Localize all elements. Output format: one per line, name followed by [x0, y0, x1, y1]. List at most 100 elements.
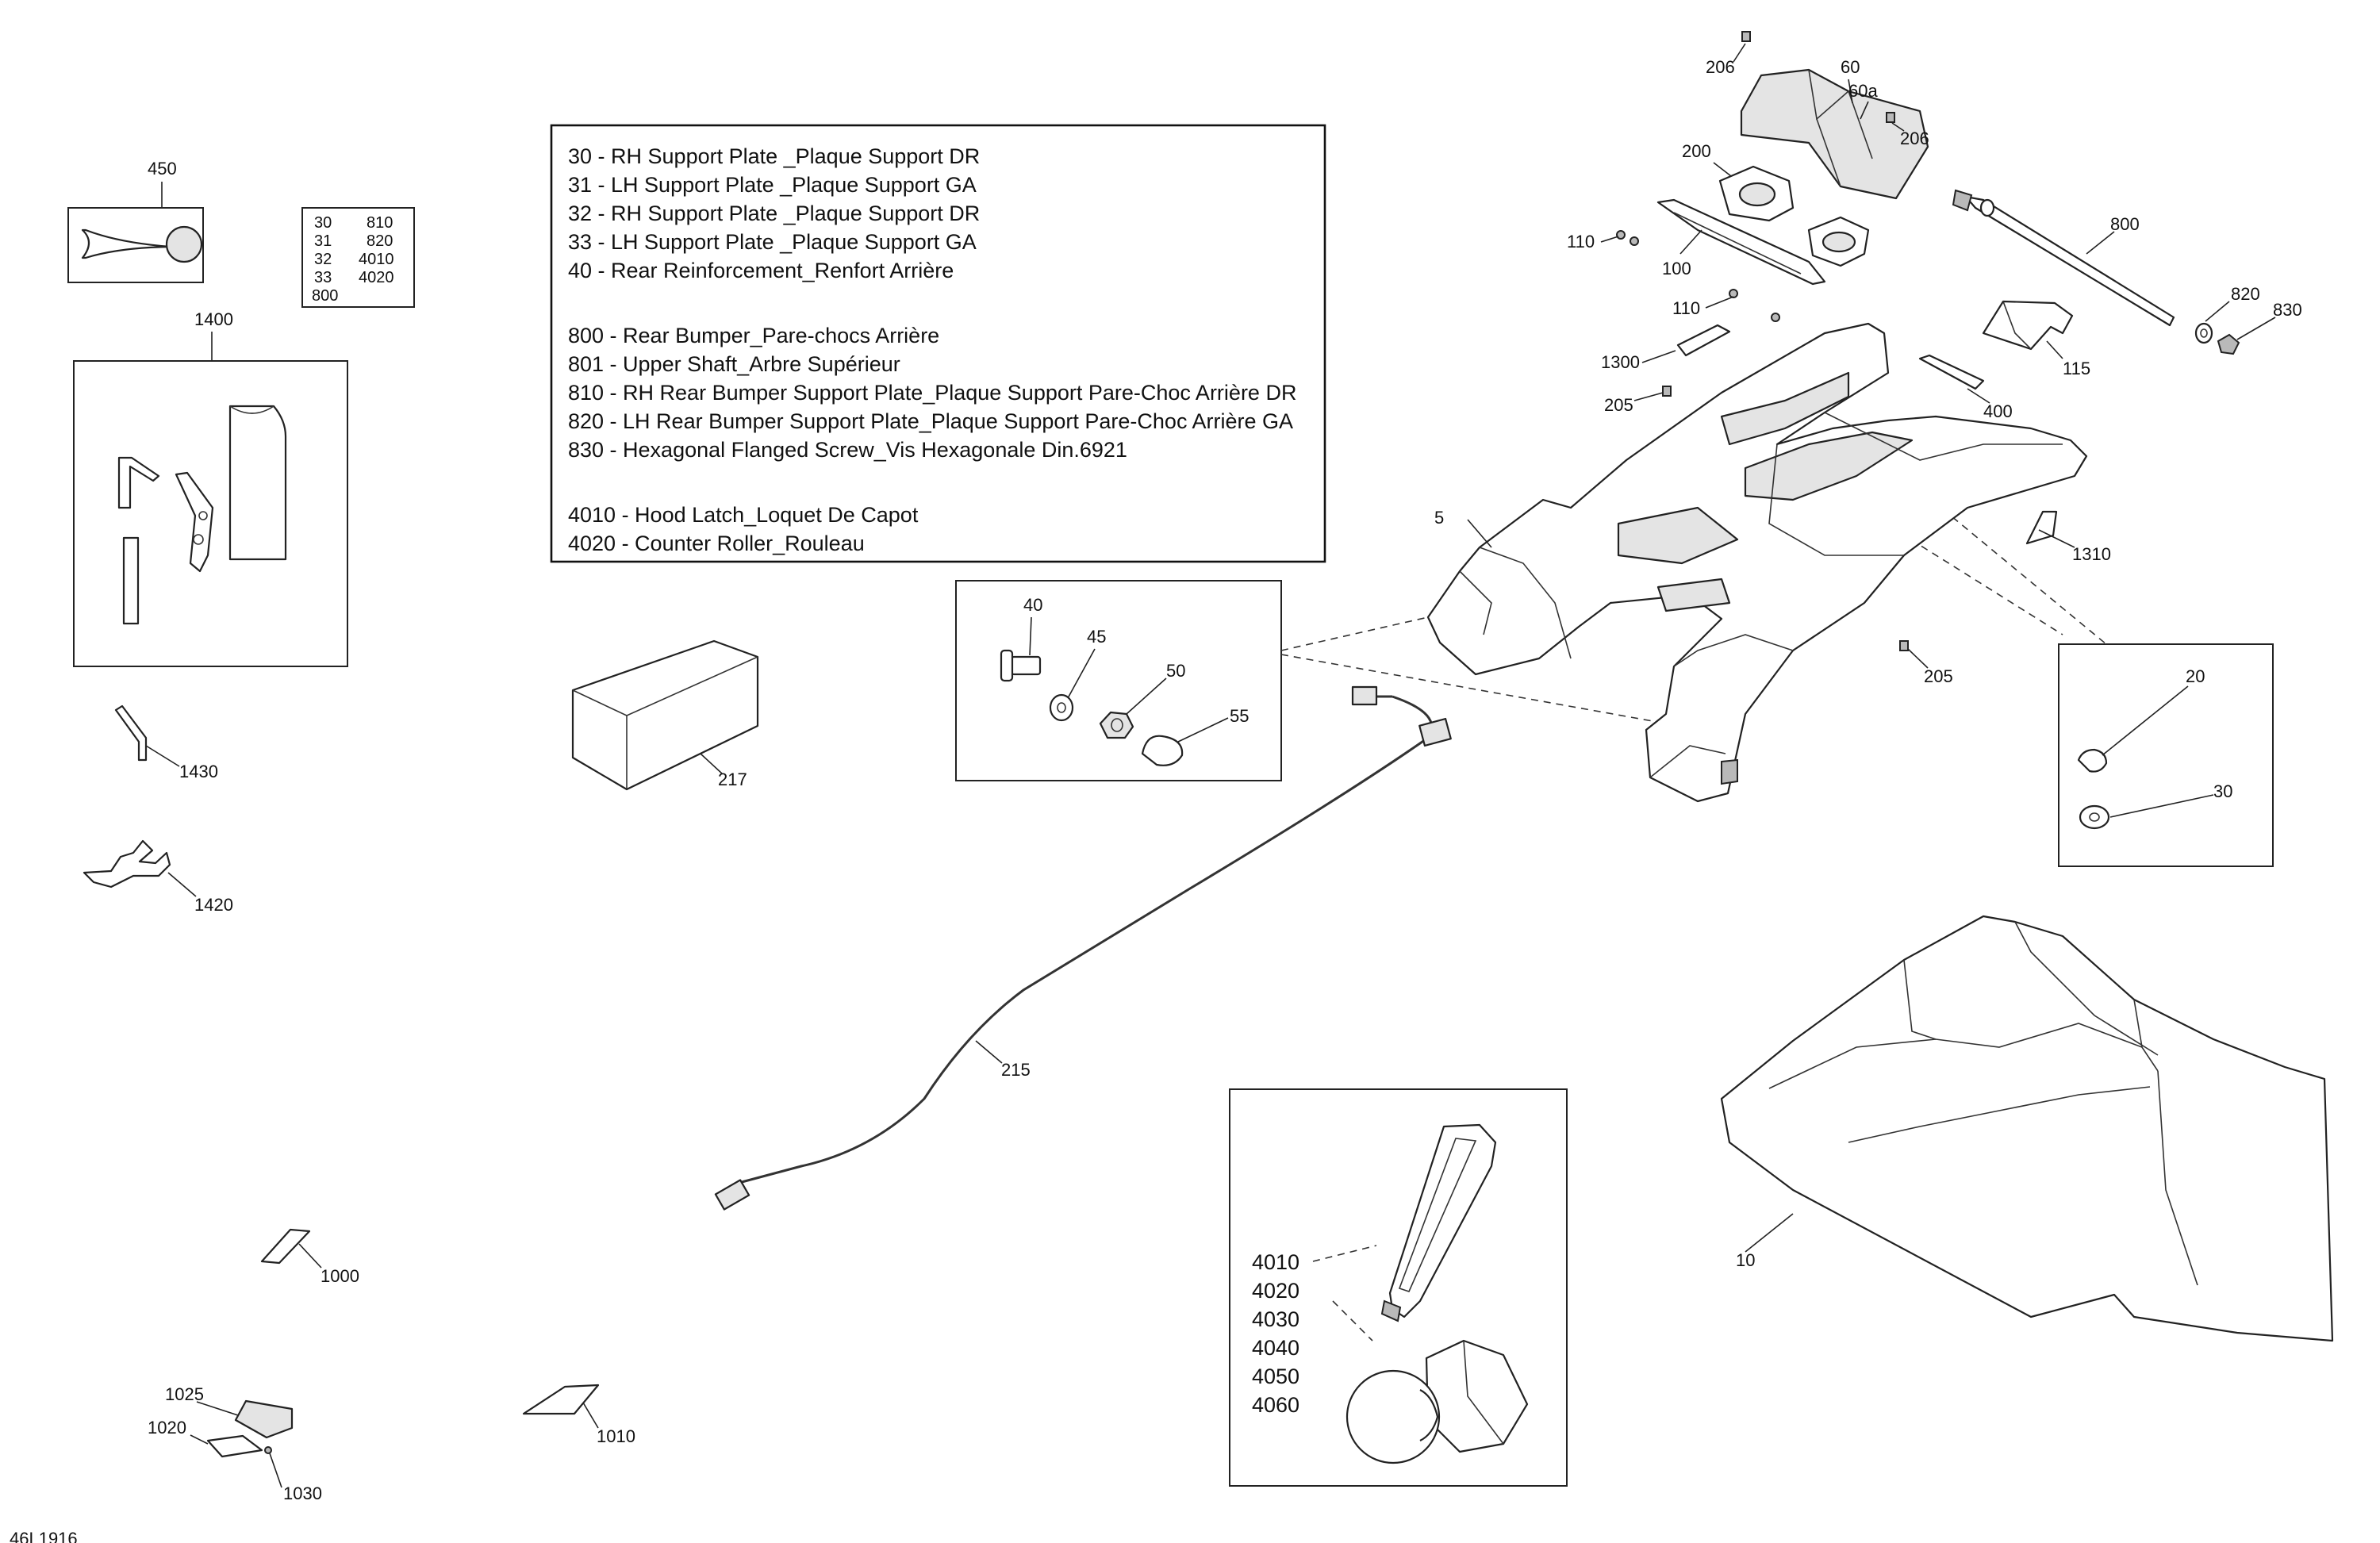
kit-table-cell: 32	[314, 251, 332, 268]
callout-1430: 1430	[179, 762, 218, 781]
legend-line: 820 - LH Rear Bumper Support Plate_Plaqu…	[568, 409, 1293, 433]
kit-table-cell: 800	[312, 287, 338, 305]
diagram-id: 46L1916	[10, 1529, 78, 1543]
part-217-foam-block[interactable]	[571, 639, 759, 791]
part-1010-decal[interactable]	[522, 1384, 600, 1429]
kit-table-cell: 31	[314, 232, 332, 250]
callout-30: 30	[2213, 781, 2232, 801]
callout-206a: 206	[1706, 57, 1735, 77]
callout-100: 100	[1662, 259, 1691, 278]
part-110-clip[interactable]	[1600, 230, 1639, 246]
part-30-washer[interactable]	[2079, 794, 2214, 830]
part-4020-counter-roller[interactable]	[1345, 1339, 1529, 1464]
part-5-rear-frame[interactable]	[1426, 322, 2088, 803]
part-100-light-bracket[interactable]	[1656, 198, 1826, 286]
legend-line: 801 - Upper Shaft_Arbre Supérieur	[568, 352, 900, 376]
callout-1010: 1010	[597, 1426, 635, 1446]
callout-4040: 4040	[1252, 1336, 1299, 1360]
legend-line: 32 - RH Support Plate _Plaque Support DR	[568, 202, 980, 225]
legend-line: 40 - Rear Reinforcement_Renfort Arrière	[568, 259, 954, 282]
part-40-rivet[interactable]	[1000, 616, 1042, 682]
callout-215: 215	[1001, 1060, 1031, 1080]
legend-line: 31 - LH Support Plate _Plaque Support GA	[568, 173, 977, 197]
callout-450: 450	[148, 159, 177, 178]
part-1310-decal[interactable]	[2025, 510, 2075, 548]
part-830-screw[interactable]	[2217, 317, 2276, 355]
callout-1400: 1400	[194, 309, 233, 329]
part-45-washer[interactable]	[1049, 648, 1096, 722]
part-55-cap[interactable]	[1141, 717, 1229, 766]
part-60-lens[interactable]	[1740, 68, 1929, 200]
callout-115: 115	[2063, 359, 2090, 378]
part-400-pad[interactable]	[1918, 354, 1990, 404]
callout-400: 400	[1983, 401, 2013, 421]
kit-table-cell: 30	[314, 214, 332, 232]
callout-40: 40	[1023, 595, 1042, 615]
legend-line: 810 - RH Rear Bumper Support Plate_Plaqu…	[568, 381, 1296, 405]
part-450-horn[interactable]	[67, 182, 204, 283]
callout-10: 10	[1736, 1250, 1755, 1270]
legend-line: 33 - LH Support Plate _Plaque Support GA	[568, 230, 977, 254]
part-50-nut[interactable]	[1099, 677, 1167, 739]
detail-push-rivet	[2058, 643, 2274, 867]
callout-1025: 1025	[165, 1384, 204, 1404]
part-10-fender[interactable]	[1720, 915, 2334, 1342]
callout-45: 45	[1087, 627, 1106, 647]
callout-217: 217	[718, 770, 747, 789]
kit-table-cell: 820	[367, 232, 393, 250]
kit-table-cell: 810	[367, 214, 393, 232]
callout-1030: 1030	[283, 1484, 322, 1503]
part-1000-decal[interactable]	[260, 1228, 322, 1269]
part-215-wiring-harness[interactable]	[714, 685, 1452, 1211]
part-20-push-rivet[interactable]	[2077, 685, 2189, 773]
part-205-screw[interactable]	[1633, 386, 1672, 401]
callout-1420: 1420	[194, 895, 233, 915]
part-4010-hood-latch[interactable]	[1380, 1123, 1497, 1322]
callout-55: 55	[1230, 706, 1249, 726]
part-1400-tool-kit[interactable]	[73, 332, 348, 667]
part-206-screw-right[interactable]	[1886, 112, 1905, 132]
legend-line: 30 - RH Support Plate _Plaque Support DR	[568, 144, 980, 168]
kit-table-cell: 33	[314, 269, 332, 286]
part-1025-switch[interactable]	[190, 1399, 294, 1488]
detail-hood-latch-kit: 4010 4020 4030 4040 4050 4060	[1229, 1088, 1568, 1487]
part-115-cover[interactable]	[1982, 300, 2074, 359]
callout-830: 830	[2273, 300, 2302, 320]
callout-1300: 1300	[1601, 352, 1640, 372]
part-110-clip-lower[interactable]	[1705, 289, 1780, 322]
callout-4010: 4010	[1252, 1250, 1299, 1274]
callout-5: 5	[1434, 508, 1444, 528]
part-800-upper-shaft[interactable]	[1952, 189, 2175, 327]
part-1300-decal[interactable]	[1641, 324, 1731, 363]
part-1420-bracket[interactable]	[83, 839, 197, 897]
callout-205b: 205	[1924, 666, 1953, 686]
callout-4030: 4030	[1252, 1307, 1299, 1331]
legend-line: 4020 - Counter Roller_Rouleau	[568, 532, 865, 555]
callout-60a: 60a	[1848, 81, 1878, 101]
callout-1020: 1020	[148, 1418, 186, 1437]
callout-110b: 110	[1672, 298, 1700, 318]
callout-206b: 206	[1900, 129, 1929, 148]
callout-4050: 4050	[1252, 1365, 1299, 1388]
part-1430-hex-key[interactable]	[114, 704, 180, 767]
callout-1310: 1310	[2072, 544, 2111, 564]
callout-4020: 4020	[1252, 1279, 1299, 1303]
callout-20: 20	[2186, 666, 2205, 686]
callout-1000: 1000	[321, 1266, 359, 1286]
callout-50: 50	[1166, 661, 1185, 681]
callout-200: 200	[1682, 141, 1711, 161]
part-205-screw-lower[interactable]	[1899, 640, 1929, 669]
legend-line: 4010 - Hood Latch_Loquet De Capot	[568, 503, 919, 527]
legend-line: 830 - Hexagonal Flanged Screw_Vis Hexago…	[568, 438, 1127, 462]
callout-4060: 4060	[1252, 1393, 1299, 1417]
part-820-washer[interactable]	[2194, 301, 2230, 344]
kit-table: 30 810 31 820 32 4010 33 4020 800	[301, 207, 415, 308]
callout-205a: 205	[1604, 395, 1633, 415]
part-200-lights[interactable]	[1713, 162, 1870, 267]
kit-table-cell: 4010	[359, 251, 394, 268]
part-206-screw[interactable]	[1733, 31, 1751, 63]
callout-60: 60	[1841, 57, 1860, 77]
kit-table-cell: 4020	[359, 269, 394, 286]
callout-800: 800	[2110, 214, 2140, 234]
